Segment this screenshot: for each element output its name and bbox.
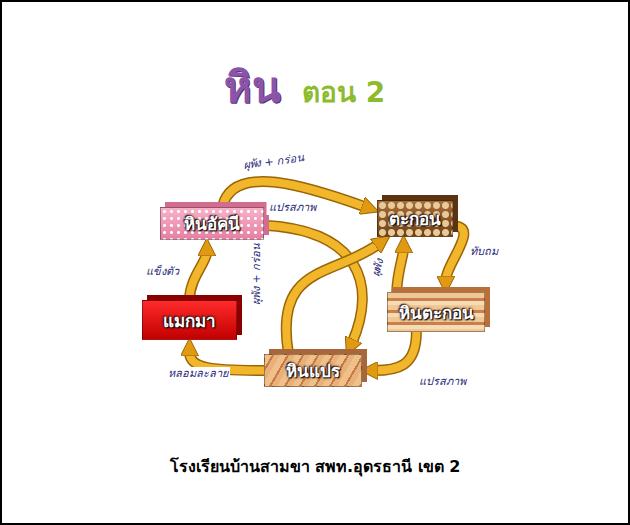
- arrow-outline: [374, 332, 416, 371]
- edge-label: หลอมละลาย: [166, 367, 230, 381]
- arrow-body: [286, 244, 379, 354]
- cycle-arrow: [264, 225, 362, 343]
- edge-label: แปรสภาพ: [417, 375, 468, 389]
- caption: โรงเรียนบ้านสามขา สพท.อุดรธานี เขต 2: [2, 454, 628, 479]
- edge-label: ผุพัง: [368, 256, 387, 281]
- sedimentary-rock-box: หินตะกอน: [387, 292, 485, 332]
- node-text: หินตะกอน: [399, 299, 474, 326]
- cycle-arrow: [286, 244, 379, 354]
- subtitle-label: ตอน 2: [302, 70, 385, 114]
- arrow-outline: [397, 249, 404, 292]
- arrow-outline: [190, 252, 207, 300]
- cycle-arrow: [397, 249, 404, 292]
- arrow-body: [397, 249, 404, 292]
- edge-label: แปรสภาพ: [267, 201, 318, 215]
- cycle-arrow: [374, 332, 416, 371]
- edge-label: ทับถม: [468, 245, 500, 259]
- cycle-arrow: [190, 252, 207, 300]
- node-text: ตะกอน: [389, 205, 441, 232]
- node-text: หินแปร: [286, 357, 340, 384]
- arrow-body: [264, 225, 362, 343]
- title: หิน: [224, 54, 281, 120]
- sediment-box: ตะกอน: [377, 200, 453, 237]
- arrow-body: [374, 332, 416, 371]
- edge-label: แข็งตัว: [144, 265, 181, 279]
- metamorphic-rock-box: หินแปร: [264, 354, 362, 387]
- node-text: หินอัคนี: [184, 210, 240, 237]
- arrow-outline: [286, 244, 379, 354]
- magma-box: แมกมา: [142, 300, 237, 340]
- arrow-body: [190, 252, 207, 300]
- edge-label: ผุพัง + กร่อน: [250, 241, 264, 307]
- node-text: แมกมา: [163, 307, 216, 334]
- arrow-outline: [264, 225, 362, 343]
- igneous-rock-box: หินอัคนี: [160, 207, 264, 240]
- edge-label: ผุพัง + กร่อน: [240, 150, 308, 173]
